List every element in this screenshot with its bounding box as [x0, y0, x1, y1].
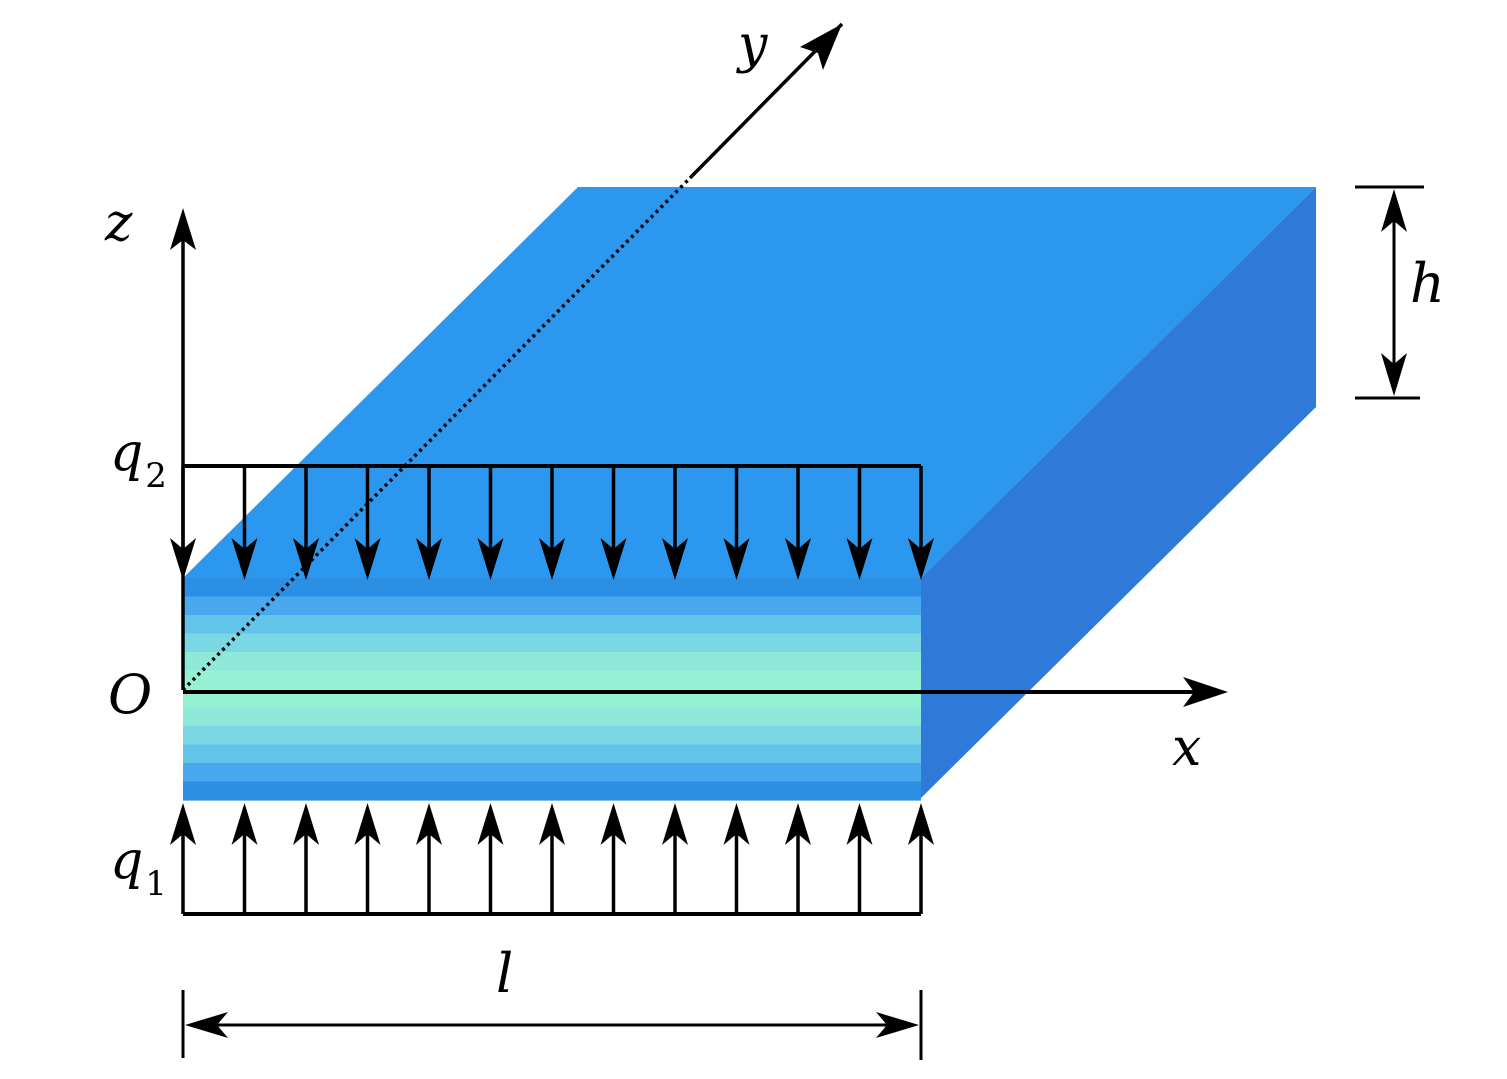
front-face-band [183, 726, 921, 746]
front-face-band [183, 652, 921, 672]
front-face-band [183, 763, 921, 783]
bottom-load-arrowhead [416, 803, 442, 845]
front-face-band [183, 670, 921, 690]
plate-front-face [183, 578, 921, 801]
top-load-arrowhead [231, 538, 258, 580]
bottom-load-arrowhead [662, 803, 688, 845]
bottom-load-arrowhead [785, 803, 811, 845]
top-load-arrowhead [846, 538, 873, 580]
h-dimension-arrowhead-up [1381, 189, 1407, 232]
x-axis-label: x [1172, 718, 1201, 778]
x-axis-arrowhead [1183, 677, 1228, 707]
top-load-label: q2 [110, 423, 167, 496]
front-face-band [183, 578, 921, 598]
origin-label: O [108, 663, 152, 726]
length-label: l [496, 942, 513, 1005]
bottom-load-label: q1 [110, 831, 167, 904]
plate-side-face [921, 187, 1316, 798]
top-load-arrows [170, 466, 934, 580]
z-axis-arrowhead [170, 208, 196, 250]
bottom-load-symbol: q [110, 831, 143, 891]
top-load-subscript: 2 [145, 456, 167, 496]
bottom-load-arrowhead [354, 803, 381, 845]
front-face-band [183, 633, 921, 653]
bottom-load-arrowhead [600, 803, 627, 845]
front-face-band [183, 615, 921, 635]
top-load-arrowhead [662, 538, 688, 580]
bottom-load-arrowhead [908, 803, 934, 845]
bottom-load-arrowhead [477, 803, 504, 845]
front-face-band [183, 781, 921, 801]
bottom-load-subscript: 1 [145, 864, 167, 904]
l-dimension-arrowhead-right [876, 1012, 919, 1038]
bottom-load-arrows [170, 803, 934, 914]
front-face-band [183, 744, 921, 764]
bottom-load-arrowhead [293, 803, 319, 845]
top-load-symbol: q [110, 423, 143, 483]
top-load-arrowhead [908, 538, 934, 580]
top-load-arrowhead [416, 538, 442, 580]
thickness-label: h [1410, 252, 1445, 315]
top-load-arrowhead [600, 538, 627, 580]
plate-top-face [183, 187, 1316, 578]
top-load-arrowhead [723, 538, 750, 580]
bottom-load-arrowhead [170, 803, 196, 845]
front-face-band [183, 707, 921, 727]
top-load-arrowhead [354, 538, 381, 580]
h-dimension-arrowhead-down [1381, 353, 1407, 396]
bottom-load-arrowhead [723, 803, 750, 845]
top-load-arrowhead [477, 538, 504, 580]
y-axis-hidden [181, 176, 692, 692]
top-load-arrowhead [170, 538, 196, 580]
z-axis-label: z [104, 193, 133, 253]
bottom-load-arrowhead [846, 803, 873, 845]
y-axis-label: y [736, 15, 768, 75]
bottom-load-arrowhead [231, 803, 258, 845]
l-dimension-arrowhead-left [185, 1012, 228, 1038]
y-axis-arrowhead [800, 24, 842, 70]
front-face-band [183, 596, 921, 616]
top-load-arrowhead [785, 538, 811, 580]
top-load-arrowhead [293, 538, 319, 580]
top-load-arrowhead [539, 538, 565, 580]
bottom-load-arrowhead [539, 803, 565, 845]
